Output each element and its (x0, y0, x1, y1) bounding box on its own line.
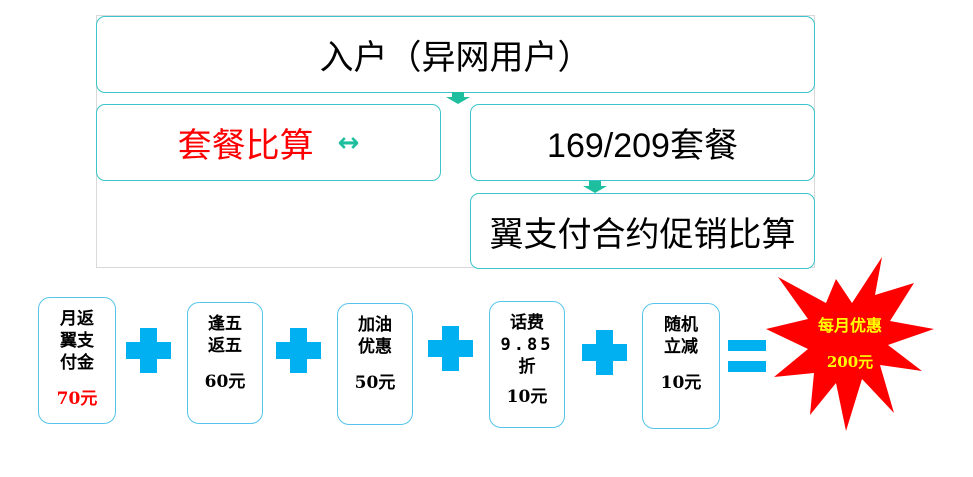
entry-label: 入户（异网用户） (319, 38, 592, 78)
starburst-icon (766, 257, 934, 431)
card-line: 付金 (60, 353, 94, 373)
plus-icon (582, 330, 627, 375)
plus-icon (276, 328, 321, 373)
card-line: 加油 (358, 315, 392, 335)
plus-icon (126, 328, 171, 373)
card-line: 9.85 (500, 335, 554, 355)
card-line: 优惠 (358, 337, 392, 357)
card-line: 月返 (60, 309, 94, 329)
card-line: 返五 (208, 336, 242, 356)
benefit-card-cashback: 月返 翼支 付金 70元 (38, 297, 116, 424)
plan-compare-box: 套餐比算 ↔ (96, 104, 441, 181)
card-line: 话费 (510, 313, 544, 333)
double-arrow-icon: ↔ (337, 127, 360, 158)
plan-label: 169/209套餐 (547, 127, 738, 165)
card-line: 折 (518, 357, 536, 377)
card-line: 逢五 (208, 314, 242, 334)
promo-box: 翼支付合约促销比算 (470, 193, 815, 269)
card-amount: 10元 (506, 387, 548, 407)
benefit-card-phone-bill: 话费 9.85 折 10元 (489, 301, 565, 428)
equals-icon (728, 340, 766, 372)
total-amount: 200元 (826, 353, 874, 371)
card-line: 翼支 (60, 331, 94, 351)
card-line: 随机 (664, 315, 698, 335)
card-amount: 60元 (204, 372, 246, 392)
plus-icon (428, 326, 473, 371)
total-label: 每月优惠 (817, 316, 882, 335)
card-amount: 70元 (56, 389, 98, 409)
plan-box: 169/209套餐 (470, 104, 815, 181)
promo-label: 翼支付合约促销比算 (489, 214, 796, 255)
entry-box: 入户（异网用户） (96, 16, 815, 93)
card-amount: 50元 (354, 373, 396, 393)
card-amount: 10元 (660, 373, 702, 393)
benefit-card-five: 逢五 返五 60元 (187, 302, 263, 424)
benefit-card-random: 随机 立减 10元 (642, 303, 720, 429)
benefit-card-fuel: 加油 优惠 50元 (337, 303, 413, 425)
card-line: 立减 (664, 337, 698, 357)
plan-compare-label: 套餐比算 (177, 126, 314, 166)
total-savings: 每月优惠 200元 (764, 253, 936, 435)
